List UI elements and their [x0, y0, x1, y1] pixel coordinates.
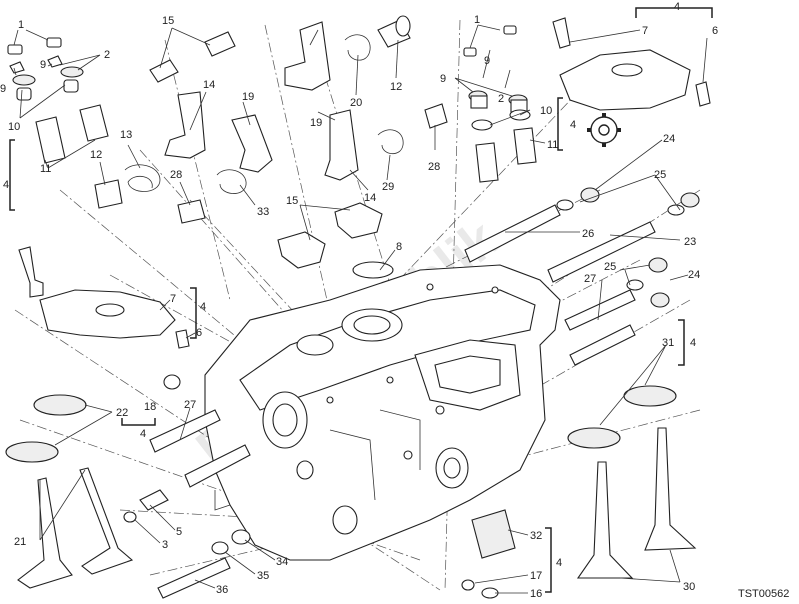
callout-20: 20 [350, 97, 362, 109]
callout-19: 19 [242, 91, 254, 103]
callout-23: 23 [684, 236, 696, 248]
callout-15: 15 [162, 15, 174, 27]
callout-32: 32 [530, 530, 542, 542]
callout-14: 14 [364, 192, 376, 204]
callout-26: 26 [582, 228, 594, 240]
callout-12: 12 [90, 149, 102, 161]
callout-15: 15 [286, 195, 298, 207]
tubes-and-seals [149, 187, 700, 488]
group-brackets [9, 7, 713, 593]
callout-2: 2 [104, 49, 110, 61]
callout-11: 11 [547, 139, 558, 151]
callout-4: 4 [200, 301, 206, 313]
callout-4: 4 [570, 119, 576, 131]
rocker-arms-and-springs [94, 15, 448, 279]
callout-27: 27 [184, 399, 196, 411]
callout-22: 22 [116, 407, 128, 419]
callout-31: 31 [662, 337, 674, 349]
callout-4: 4 [556, 557, 562, 569]
callout-4: 4 [674, 1, 680, 13]
callout-30: 30 [683, 581, 695, 593]
callout-9: 9 [440, 73, 446, 85]
callout-28: 28 [170, 169, 182, 181]
callout-25: 25 [654, 169, 666, 181]
lower-small-parts [123, 489, 516, 599]
callout-18: 18 [144, 401, 156, 413]
callout-19: 19 [310, 117, 322, 129]
callout-9: 9 [0, 83, 6, 95]
callout-10: 10 [8, 121, 20, 133]
drawing-code: TST00562 [738, 588, 789, 600]
callout-5: 5 [176, 526, 182, 538]
callout-29: 29 [382, 181, 394, 193]
callout-9: 9 [484, 55, 490, 67]
callout-4: 4 [140, 428, 146, 440]
callout-6: 6 [712, 25, 718, 37]
callout-10: 10 [540, 105, 552, 117]
callout-33: 33 [257, 206, 269, 218]
callout-24: 24 [688, 269, 700, 281]
callout-35: 35 [257, 570, 269, 582]
callout-6: 6 [196, 327, 202, 339]
callout-36: 36 [216, 584, 228, 596]
callout-16: 16 [530, 588, 542, 600]
callout-8: 8 [396, 241, 402, 253]
callout-1: 1 [474, 14, 480, 26]
callout-4: 4 [690, 337, 696, 349]
callout-7: 7 [170, 293, 176, 305]
cylinder-head-casting [204, 264, 561, 561]
callout-3: 3 [162, 539, 168, 551]
callout-labels: 1 2 9 9 10 11 4 15 14 13 12 28 19 33 19 … [0, 1, 718, 600]
callout-4: 4 [3, 179, 9, 191]
callout-21: 21 [14, 536, 26, 548]
leader-lines [13, 24, 708, 594]
camshaft-caps [18, 17, 711, 349]
gear-icon [587, 113, 621, 147]
callout-11: 11 [40, 163, 51, 175]
callout-27: 27 [584, 273, 596, 285]
callout-34: 34 [276, 556, 288, 568]
callout-14: 14 [203, 79, 215, 91]
callout-28: 28 [428, 161, 440, 173]
callout-12: 12 [390, 81, 402, 93]
callout-1: 1 [18, 19, 24, 31]
callout-2: 2 [498, 93, 504, 105]
callout-17: 17 [530, 570, 542, 582]
callout-25: 25 [604, 261, 616, 273]
callout-9: 9 [40, 59, 46, 71]
callout-7: 7 [642, 25, 648, 37]
valves [5, 385, 697, 589]
callout-13: 13 [120, 129, 132, 141]
callout-24: 24 [663, 133, 675, 145]
